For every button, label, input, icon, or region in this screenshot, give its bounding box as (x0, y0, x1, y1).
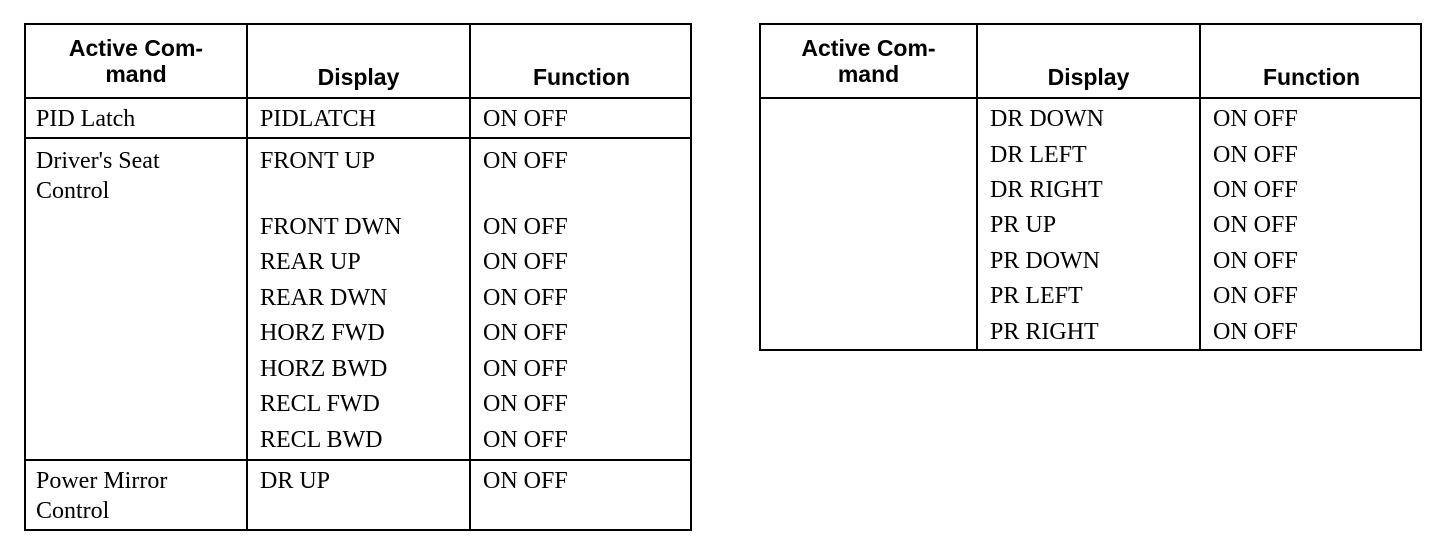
left-group-divider-1 (26, 137, 690, 139)
function-pr-left: ON OFF (1213, 283, 1298, 309)
left-col-divider-2 (469, 25, 471, 529)
function-pr-right: ON OFF (1213, 319, 1298, 345)
display-dr-up: DR UP (260, 468, 331, 494)
function-pr-down: ON OFF (1213, 248, 1298, 274)
display-front-up: FRONT UP (260, 148, 375, 174)
function-dr-down: ON OFF (1213, 106, 1298, 132)
function-front-dwn: ON OFF (483, 214, 568, 240)
function-dr-left: ON OFF (1213, 142, 1298, 168)
function-rear-up: ON OFF (483, 249, 568, 275)
display-horz-bwd: HORZ BWD (260, 356, 388, 382)
display-pid-latch: PIDLATCH (260, 106, 377, 132)
header-display: Display (1047, 64, 1130, 90)
right-col-divider-1 (976, 25, 978, 349)
command-power-mirror-control: Power Mirror Control (36, 468, 168, 524)
display-rear-up: REAR UP (260, 249, 361, 275)
display-rear-dwn: REAR DWN (260, 285, 388, 311)
display-pr-up: PR UP (990, 212, 1057, 238)
header-display: Display (317, 64, 400, 90)
display-recl-fwd: RECL FWD (260, 391, 380, 417)
right-command-table: Active Com- mand Display Function DR DOW… (759, 23, 1422, 351)
function-horz-bwd: ON OFF (483, 356, 568, 382)
right-col-divider-2 (1199, 25, 1201, 349)
function-horz-fwd: ON OFF (483, 320, 568, 346)
left-command-table: Active Com- mand Display Function PID La… (24, 23, 692, 531)
display-dr-right: DR RIGHT (990, 177, 1103, 203)
left-group-divider-2 (26, 459, 690, 461)
function-recl-fwd: ON OFF (483, 391, 568, 417)
function-pid-latch: ON OFF (483, 106, 568, 132)
function-pr-up: ON OFF (1213, 212, 1298, 238)
left-col-divider-1 (246, 25, 248, 529)
display-dr-down: DR DOWN (990, 106, 1104, 132)
function-dr-up: ON OFF (483, 468, 568, 494)
header-function: Function (532, 64, 631, 90)
right-table-header (761, 25, 1420, 99)
header-active-command: Active Com- mand (801, 35, 936, 87)
display-dr-left: DR LEFT (990, 142, 1087, 168)
display-recl-bwd: RECL BWD (260, 427, 383, 453)
display-front-dwn: FRONT DWN (260, 214, 402, 240)
command-drivers-seat-control: Driver's Seat Control (36, 148, 160, 204)
function-recl-bwd: ON OFF (483, 427, 568, 453)
header-function: Function (1262, 64, 1361, 90)
function-rear-dwn: ON OFF (483, 285, 568, 311)
function-dr-right: ON OFF (1213, 177, 1298, 203)
display-pr-down: PR DOWN (990, 248, 1101, 274)
function-front-up: ON OFF (483, 148, 568, 174)
header-active-command: Active Com- mand (68, 35, 204, 87)
left-table-header (26, 25, 690, 99)
display-pr-left: PR LEFT (990, 283, 1083, 309)
display-horz-fwd: HORZ FWD (260, 320, 385, 346)
command-pid-latch: PID Latch (36, 106, 136, 132)
display-pr-right: PR RIGHT (990, 319, 1099, 345)
